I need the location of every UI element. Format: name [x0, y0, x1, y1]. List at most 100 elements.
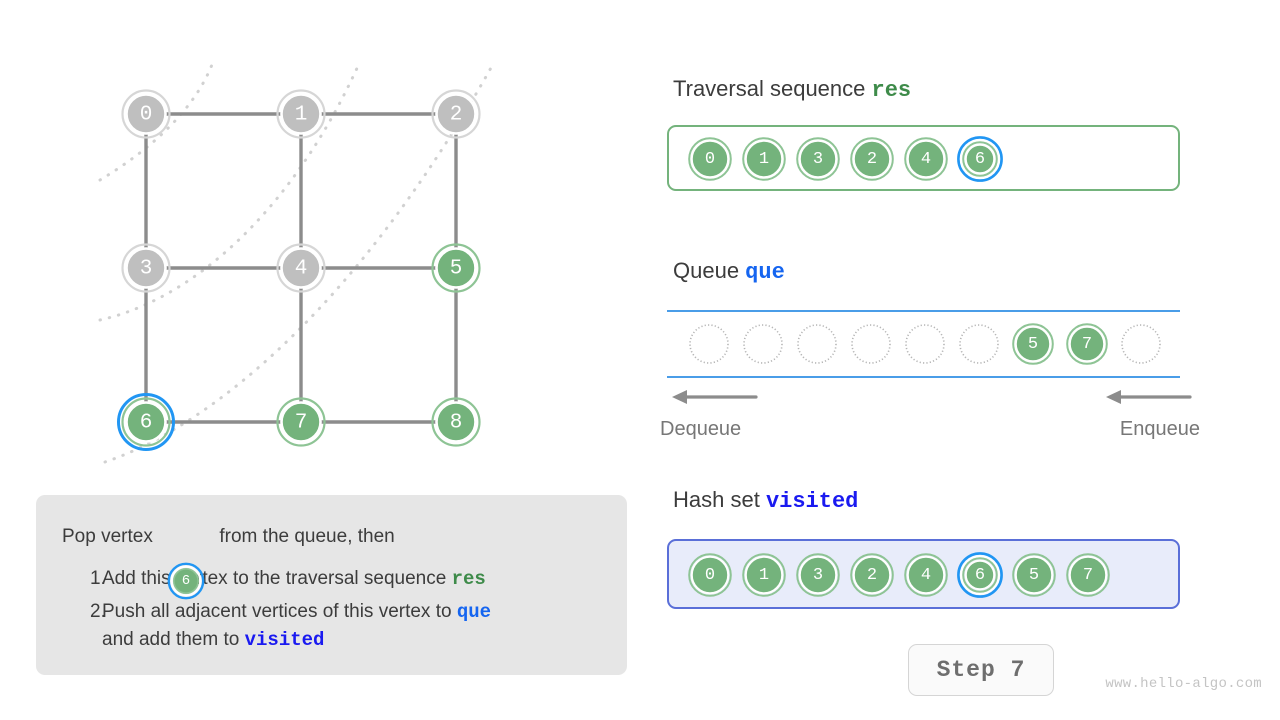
traversal-sequence-items: 0 1 3 2 4 6 [669, 127, 1178, 189]
node-outer-ring [276, 89, 326, 139]
node-core [435, 247, 477, 289]
token-label: 3 [813, 150, 823, 169]
token-core [798, 555, 838, 595]
queue-slot[interactable] [1119, 322, 1163, 366]
token-label: 5 [1028, 335, 1038, 354]
node-outer-ring [121, 397, 171, 447]
graph-node-2[interactable]: 2 [431, 89, 481, 139]
queue-slot[interactable] [741, 322, 785, 366]
visited-token[interactable]: 4 [903, 552, 949, 598]
node-core [435, 401, 477, 443]
token-outer-ring [688, 137, 732, 181]
queue-slot[interactable] [957, 322, 1001, 366]
token-white-ring [960, 555, 1000, 595]
res-token[interactable]: 2 [849, 136, 895, 182]
visited-token[interactable]: 6 [957, 552, 1003, 598]
visited-token[interactable]: 1 [741, 552, 787, 598]
res-token[interactable]: 1 [741, 136, 787, 182]
node-outer-ring [431, 243, 481, 293]
caption-step-code-2: visited [244, 629, 325, 652]
visited-token[interactable]: 7 [1065, 552, 1111, 598]
res-title-code: res [871, 78, 912, 103]
empty-slot-circle [743, 324, 783, 364]
token-core [690, 555, 730, 595]
hash-set-title: Hash set visited [673, 487, 858, 514]
caption-line-1: Pop vertex 6 from the queue, then [62, 517, 601, 600]
token-outer-ring [1066, 553, 1110, 597]
node-label: 4 [295, 258, 308, 281]
decorative-arcs [98, 60, 494, 464]
token-label: 2 [867, 566, 877, 585]
token-core [964, 143, 996, 175]
token-outer-ring [742, 553, 786, 597]
res-token[interactable]: 3 [795, 136, 841, 182]
empty-slot-circle [1121, 324, 1161, 364]
node-outer-ring [121, 243, 171, 293]
caption-step-number: 2. [90, 600, 106, 622]
token-outer-ring [796, 137, 840, 181]
node-core [435, 93, 477, 135]
token-label: 1 [759, 566, 769, 585]
token-label: 6 [975, 150, 985, 169]
queue-slot[interactable] [687, 322, 731, 366]
caption-step-code: que [456, 600, 492, 623]
res-token[interactable]: 4 [903, 136, 949, 182]
token-outer-ring [742, 137, 786, 181]
token-core [906, 555, 946, 595]
node-highlight-ring [117, 393, 175, 451]
res-token[interactable]: 0 [687, 136, 733, 182]
traversal-sequence-title: Traversal sequence res [673, 76, 911, 103]
graph-node-8[interactable]: 8 [431, 397, 481, 447]
token-core [798, 139, 838, 179]
caption-vertex-badge: 6 [167, 518, 205, 600]
traversal-sequence-box: 0 1 3 2 4 6 [667, 125, 1180, 191]
queue-slot[interactable] [795, 322, 839, 366]
node-outer-ring [121, 89, 171, 139]
queue-slot[interactable]: 7 [1065, 322, 1109, 366]
watermark: www.hello-algo.com [1105, 676, 1262, 692]
graph-node-4[interactable]: 4 [276, 243, 326, 293]
token-label: 5 [1029, 566, 1039, 585]
token-label: 6 [975, 566, 985, 585]
visited-token[interactable]: 5 [1011, 552, 1057, 598]
token-outer-ring [904, 553, 948, 597]
graph-edges [144, 112, 458, 424]
token-label: 4 [921, 150, 931, 169]
caption-step-code: res [451, 568, 486, 590]
token-core [1014, 555, 1054, 595]
queue-slot[interactable]: 5 [1011, 322, 1055, 366]
token-core [690, 139, 730, 179]
queue-slot[interactable] [903, 322, 947, 366]
token-core [852, 139, 892, 179]
explanation-panel: Pop vertex 6 from the queue, then 1.Add … [36, 495, 627, 675]
node-core [125, 93, 167, 135]
step-badge: Step 7 [908, 644, 1054, 696]
empty-slot-circle [689, 324, 729, 364]
que-title-prefix: Queue [673, 258, 746, 283]
token-label: 0 [705, 566, 715, 585]
visited-token[interactable]: 0 [687, 552, 733, 598]
hash-set-items: 0 1 3 2 4 6 5 7 [669, 541, 1178, 607]
token-outer-ring [1066, 323, 1108, 365]
token-label: 0 [705, 150, 715, 169]
empty-slot-circle [905, 324, 945, 364]
visited-token[interactable]: 3 [795, 552, 841, 598]
enqueue-label: Enqueue [1119, 418, 1200, 440]
token-outer-ring [688, 553, 732, 597]
graph-node-5[interactable]: 5 [431, 243, 481, 293]
graph-node-1[interactable]: 1 [276, 89, 326, 139]
visited-token[interactable]: 2 [849, 552, 895, 598]
graph-node-7[interactable]: 7 [276, 397, 326, 447]
queue-slot[interactable] [849, 322, 893, 366]
res-token[interactable]: 6 [957, 136, 1003, 182]
graph-node-0[interactable]: 0 [121, 89, 171, 139]
token-core [744, 139, 784, 179]
token-outer-ring [850, 553, 894, 597]
graph-node-3[interactable]: 3 [121, 243, 171, 293]
queue-rail-top [667, 310, 1180, 312]
node-core [280, 401, 322, 443]
graph-node-6[interactable]: 6 [117, 393, 175, 451]
node-label: 5 [450, 258, 463, 281]
